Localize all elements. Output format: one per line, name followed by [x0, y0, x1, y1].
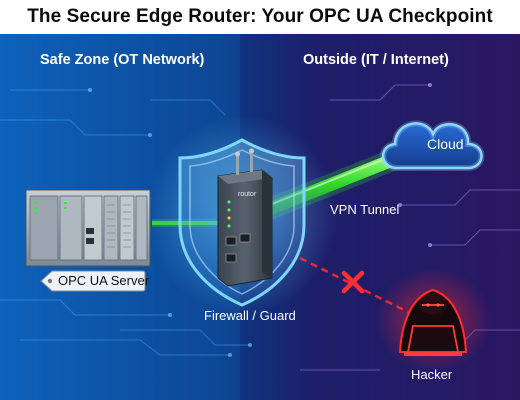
page-title: The Secure Edge Router: Your OPC UA Chec…	[0, 0, 520, 34]
outside-zone-label: Outside (IT / Internet)	[303, 52, 449, 68]
tag-icon	[40, 270, 146, 292]
x-mark-icon	[341, 270, 365, 294]
hacker-label: Hacker	[411, 367, 453, 382]
plc-icon	[25, 189, 151, 267]
vpn-tunnel-label: VPN Tunnel	[330, 202, 400, 217]
safe-zone-label: Safe Zone (OT Network)	[40, 52, 205, 68]
server-label: OPC UA Server	[58, 273, 150, 288]
firewall-label: Firewall / Guard	[204, 308, 296, 323]
router-icon	[217, 148, 273, 287]
router-brand-text: routor	[238, 191, 257, 198]
server-tag: OPC UA Server	[40, 270, 150, 292]
cloud-label: Cloud	[427, 136, 464, 152]
laptop-icon	[404, 325, 462, 356]
cloud-icon	[380, 120, 485, 171]
